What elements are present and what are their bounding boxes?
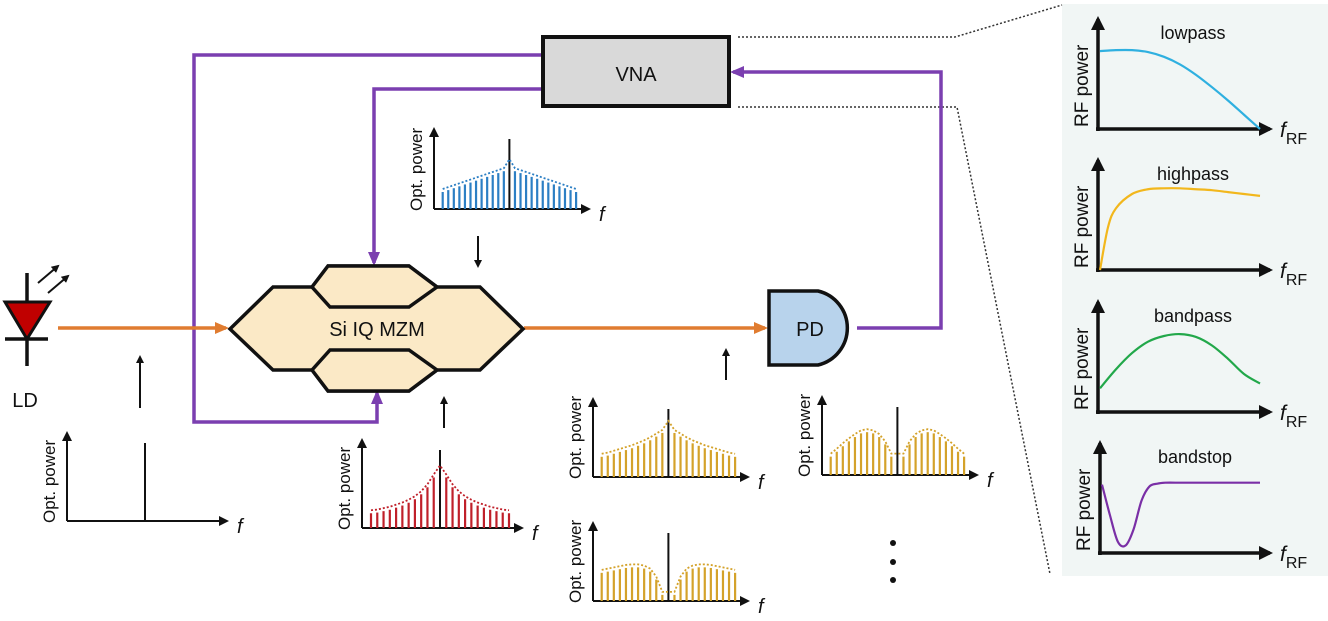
x-axis-label: f <box>758 596 766 618</box>
x-axis-label: fRF <box>1280 402 1307 431</box>
y-axis-label: Opt. power <box>335 447 354 530</box>
rf-wire-outer <box>192 53 542 424</box>
emission-arrow-icon <box>47 274 70 294</box>
filter-panel-background <box>1062 4 1328 576</box>
chart-title: bandpass <box>1154 306 1232 326</box>
x-axis-label: f <box>987 470 995 492</box>
y-axis-label: Opt. power <box>407 128 426 211</box>
spectrum-chart-output-spectrum-1: Opt. power f <box>566 396 766 494</box>
x-axis-label: fRF <box>1280 543 1307 572</box>
chart-title: bandstop <box>1158 447 1232 467</box>
emission-arrow-icon <box>37 264 60 284</box>
y-axis-label: Opt. power <box>566 396 585 479</box>
response-curve-bandpass <box>1099 332 1261 389</box>
vna-label: VNA <box>615 64 657 86</box>
mzm-label: Si IQ MZM <box>329 319 425 341</box>
envelope-curve <box>601 419 736 455</box>
response-curve-highpass <box>1098 187 1261 271</box>
mzm-block[interactable]: Si IQ MZM <box>227 264 526 393</box>
filter-chart-bandpass: bandpass RF power fRF <box>1072 299 1307 431</box>
more-spectra-ellipsis <box>890 540 896 583</box>
chart-title: lowpass <box>1160 23 1225 43</box>
y-axis-label: RF power <box>1072 327 1093 410</box>
ld-label: LD <box>12 390 38 412</box>
x-axis-label: f <box>758 472 766 494</box>
y-axis-label: Opt. power <box>566 520 585 603</box>
pd-block[interactable]: PD <box>767 289 850 367</box>
y-axis-label: Opt. power <box>795 394 814 477</box>
spectrum-chart-output-spectrum-2: Opt. power f <box>795 394 995 492</box>
pd-label: PD <box>796 319 824 341</box>
y-axis-label: RF power <box>1072 44 1093 127</box>
y-axis-label: RF power <box>1074 468 1095 551</box>
filter-chart-lowpass: lowpass RF power fRF <box>1072 16 1307 148</box>
response-curve-bandstop <box>1100 481 1260 548</box>
y-axis-label: RF power <box>1072 185 1093 268</box>
spectrum-chart-output-spectrum-3: Opt. power f <box>566 520 766 618</box>
x-axis-label: f <box>237 516 245 538</box>
envelope-curve <box>370 463 510 512</box>
filter-chart-highpass: highpass RF power fRF <box>1072 157 1307 289</box>
rf-wire-inner <box>368 87 542 266</box>
chart-title: highpass <box>1157 164 1229 184</box>
laser-diode[interactable]: LD <box>2 264 70 412</box>
spectrum-chart-ld-spectrum: Opt. power f <box>40 431 245 538</box>
x-axis-label: f <box>599 204 607 226</box>
response-curve-lowpass <box>1099 48 1261 130</box>
rf-wire-return <box>730 66 943 330</box>
x-axis-label: fRF <box>1280 119 1307 148</box>
envelope-curve <box>830 428 965 455</box>
vna-block[interactable]: VNA <box>541 35 731 108</box>
spectrum-chart-vna-modulated-spectrum: Opt. power f <box>407 127 607 226</box>
y-axis-label: Opt. power <box>40 440 59 523</box>
filter-chart-bandstop: bandstop RF power fRF <box>1074 440 1307 572</box>
zoom-line-top <box>738 4 1063 38</box>
x-axis-label: f <box>532 523 540 545</box>
x-axis-label: fRF <box>1280 260 1307 289</box>
spectrum-chart-rf-modulated-spectrum: Opt. power f <box>335 438 540 545</box>
zoom-line-bottom <box>738 106 1051 575</box>
